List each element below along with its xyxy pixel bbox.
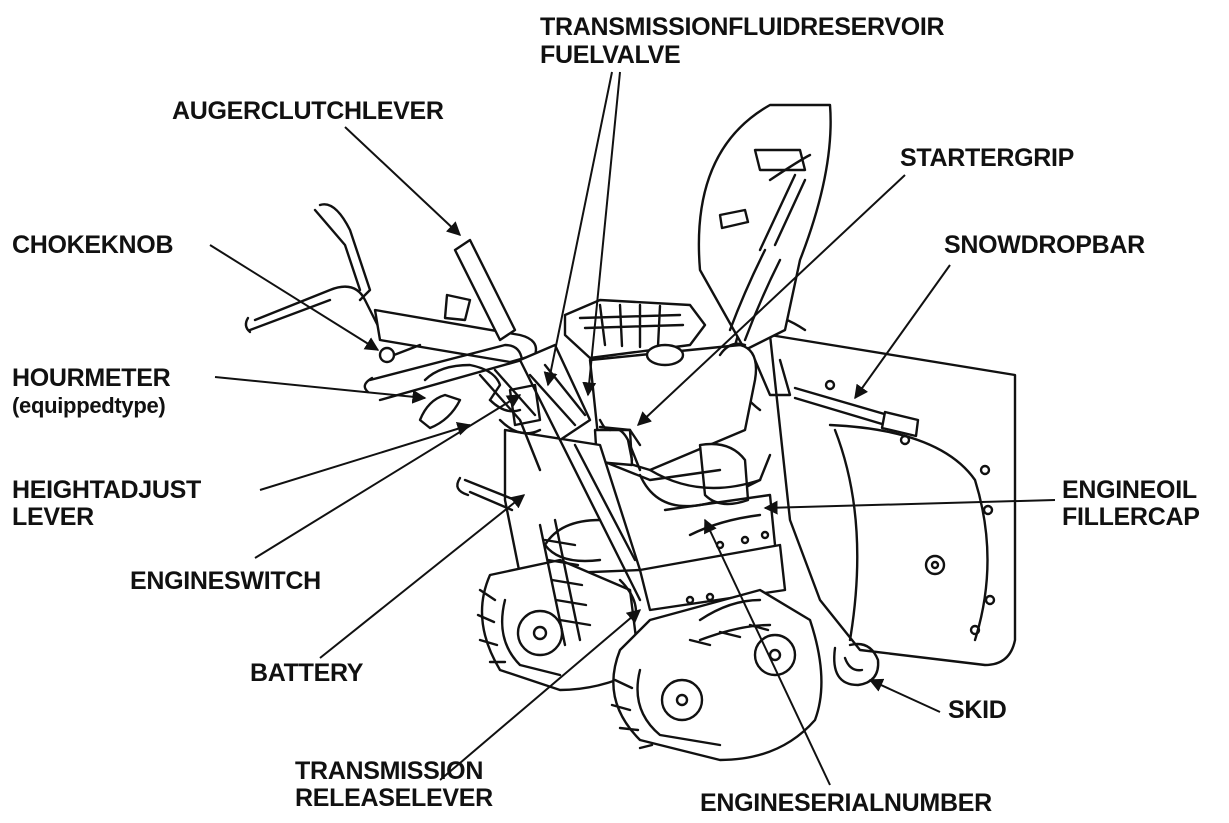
label-skid: SKID xyxy=(948,696,1007,724)
label-fuel-valve: FUELVALVE xyxy=(540,41,681,69)
leader-fuel-valve xyxy=(582,71,621,397)
label-engine-serial-number: ENGINESERIALNUMBER xyxy=(700,789,992,817)
label-choke-knob: CHOKEKNOB xyxy=(12,231,174,259)
engine-oil-line-1: ENGINEOIL xyxy=(1062,476,1197,504)
label-snow-drop-bar: SNOWDROPBAR xyxy=(944,231,1145,259)
skid-shape xyxy=(833,642,880,687)
label-transmission-release-lever: TRANSMISSION RELEASELEVER xyxy=(295,758,493,812)
label-height-adjust-lever: HEIGHTADJUST LEVER xyxy=(12,477,201,531)
leader-auger-clutch-lever xyxy=(344,126,462,236)
label-starter-grip: STARTERGRIP xyxy=(900,144,1075,172)
leader-engine-oil-filler-cap xyxy=(763,499,1056,515)
leader-transmission-fluid-reservoir xyxy=(543,71,613,387)
hour-meter-note: (equippedtype) xyxy=(12,393,166,418)
height-adjust-line-1: HEIGHTADJUST xyxy=(12,476,202,504)
height-adjust-line-2: LEVER xyxy=(12,503,94,531)
leader-skid xyxy=(868,678,941,713)
handle-bars xyxy=(244,203,542,472)
leader-choke-knob xyxy=(209,244,380,351)
hour-meter-text: HOURMETER xyxy=(12,364,171,392)
engine-oil-line-2: FILLERCAP xyxy=(1062,503,1200,531)
right-track xyxy=(610,588,823,762)
wiring xyxy=(648,342,762,537)
leader-transmission-release-lever xyxy=(439,609,642,781)
leader-battery xyxy=(319,494,526,659)
discharge-chute xyxy=(697,103,832,397)
transmission-release-line-2: RELEASELEVER xyxy=(295,784,493,812)
leader-height-adjust-lever xyxy=(259,422,472,491)
leader-starter-grip xyxy=(636,174,906,426)
auger-housing xyxy=(732,313,1017,667)
label-auger-clutch-lever: AUGERCLUTCHLEVER xyxy=(172,97,444,125)
label-transmission-fluid-reservoir: TRANSMISSIONFLUIDRESERVOIR xyxy=(540,13,945,41)
choke-knob-shape xyxy=(378,343,422,364)
transmission-release-line-1: TRANSMISSION xyxy=(295,757,484,785)
leader-engine-switch xyxy=(254,394,522,559)
leader-snow-drop-bar xyxy=(854,264,951,400)
snow-drop-bar-shape xyxy=(793,386,920,438)
label-battery: BATTERY xyxy=(250,659,364,687)
leader-hour-meter xyxy=(214,376,427,404)
control-panel xyxy=(508,343,642,622)
label-hour-meter: HOURMETER (equippedtype) xyxy=(12,364,171,419)
engine-block xyxy=(563,298,772,508)
label-engine-oil-filler-cap: ENGINEOIL FILLERCAP xyxy=(1062,477,1200,531)
label-engine-switch: ENGINESWITCH xyxy=(130,567,321,595)
leader-engine-serial-number xyxy=(704,518,831,786)
